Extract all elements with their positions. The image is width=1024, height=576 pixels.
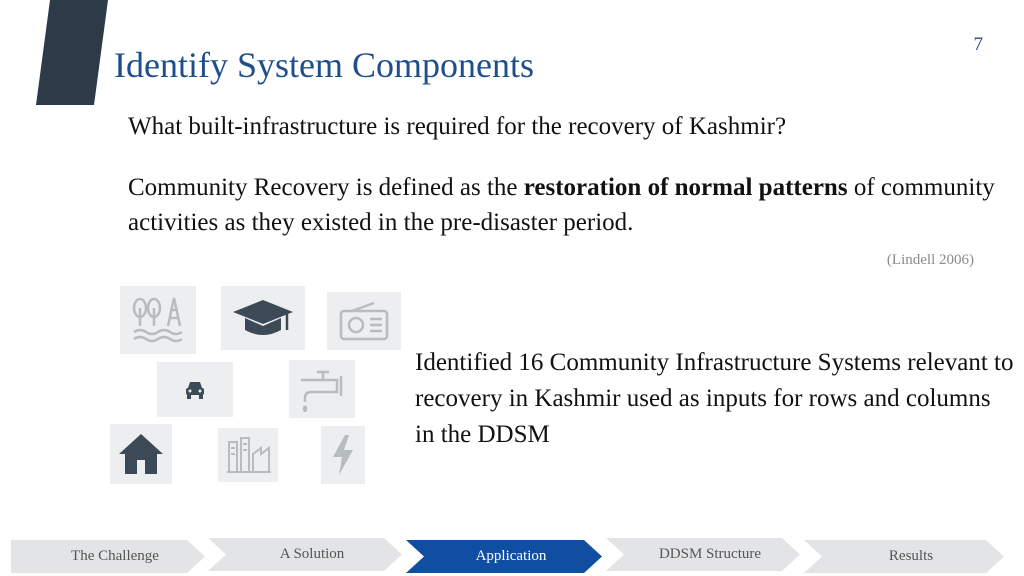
radio-icon: [327, 292, 401, 350]
nav-step-application[interactable]: Application: [406, 540, 602, 573]
definition-emphasis: restoration of normal patterns: [523, 174, 848, 201]
nav-step-the-challenge[interactable]: The Challenge: [11, 540, 205, 573]
citation: (Lindell 2006): [886, 252, 974, 268]
nav-step-label: Application: [475, 548, 547, 564]
graduation-cap-icon: [221, 286, 305, 350]
definition-lead: Community Recovery is defined as the: [128, 174, 524, 201]
nav-step-label: Results: [888, 548, 934, 564]
nav-step-label: DDSM Structure: [658, 546, 762, 562]
summary-text: Identified 16 Community Infrastructure S…: [415, 349, 1014, 448]
definition-text: Community Recovery is defined as the res…: [128, 170, 1008, 240]
accent-bar: [36, 0, 108, 105]
industry-icon: [218, 428, 278, 482]
definition-tail: of community activities as they existed …: [128, 174, 995, 236]
car-icon: [157, 362, 233, 417]
lightning-bolt-icon: [321, 426, 365, 484]
nav-step-results[interactable]: Results: [804, 540, 1004, 573]
nav-step-label: A Solution: [279, 546, 345, 562]
nav-step-a-solution[interactable]: A Solution: [208, 538, 402, 571]
page-title: Identify System Components: [114, 45, 534, 85]
environment-utilities-icon: [120, 286, 196, 354]
nav-step-label: The Challenge: [71, 548, 159, 564]
nav-step-ddsm-structure[interactable]: DDSM Structure: [606, 538, 800, 571]
water-faucet-icon: [289, 360, 355, 418]
house-icon: [110, 424, 172, 484]
section-progress-nav: The Challenge A Solution Application DDS…: [0, 536, 1024, 576]
question-text: What built-infrastructure is required fo…: [128, 113, 787, 140]
page-number: 7: [973, 34, 984, 55]
